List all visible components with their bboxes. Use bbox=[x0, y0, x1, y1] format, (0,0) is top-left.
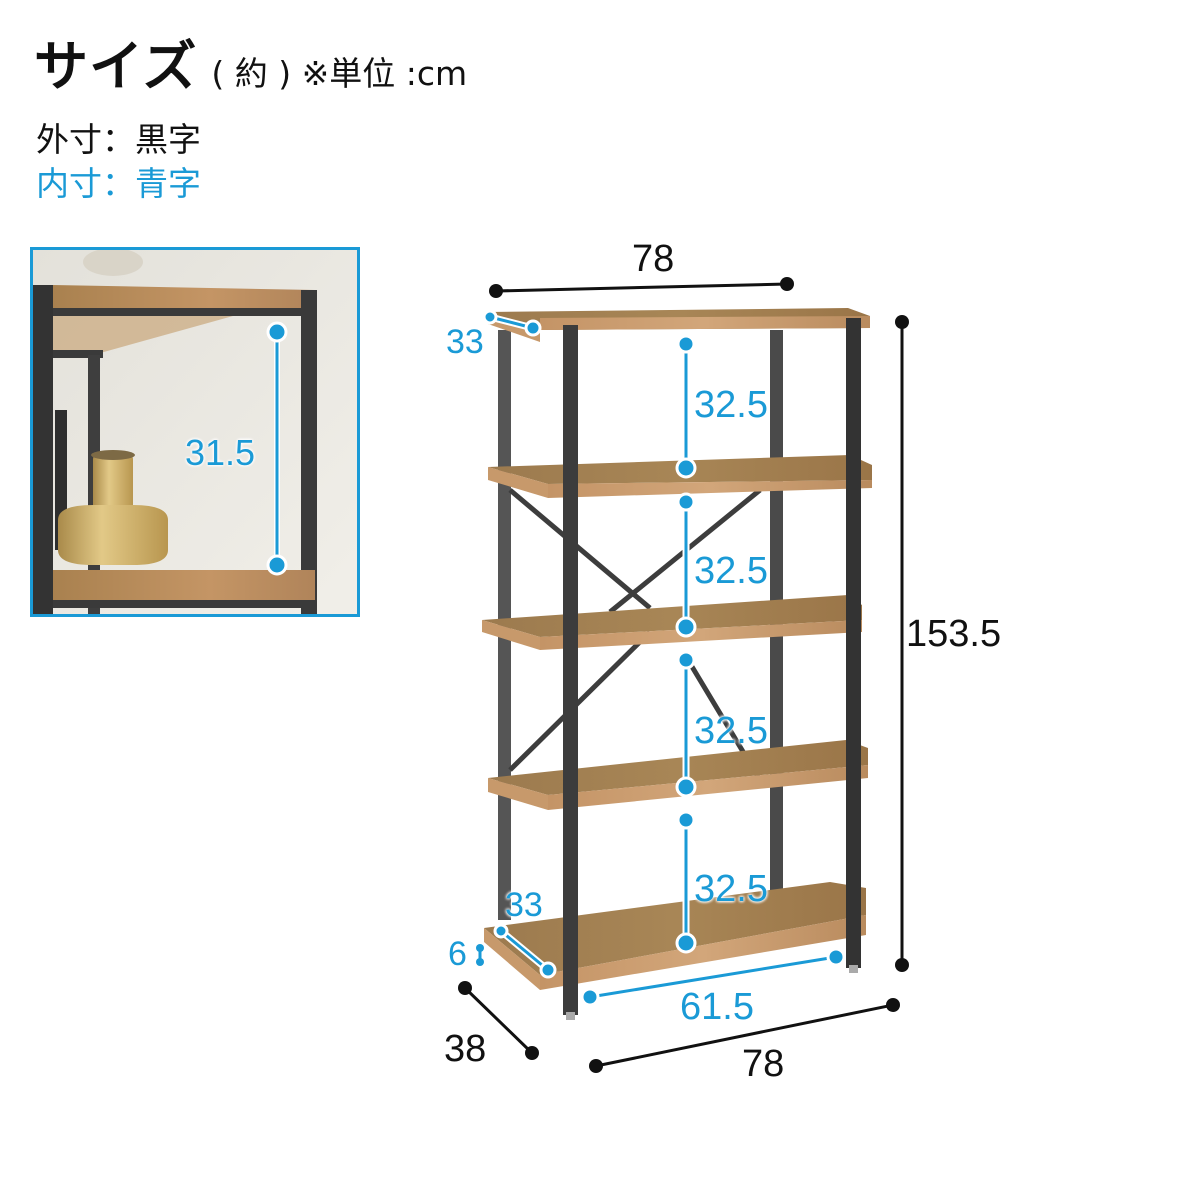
shelf-gap-3-label: 32.5 bbox=[694, 710, 768, 752]
inner-dimensions bbox=[476, 309, 846, 1007]
page-title: サイズ ( 約 ) ※単位 :cm bbox=[34, 22, 467, 101]
shelf-gap-2-label: 32.5 bbox=[694, 550, 768, 592]
outer-dimensions bbox=[458, 277, 909, 1073]
shelf-3 bbox=[482, 595, 862, 650]
top-depth-label: 33 bbox=[446, 323, 484, 361]
inset-closeup-photo: 31.5 bbox=[30, 247, 360, 617]
dimension-legend: 外寸：黒字 内寸：青字 bbox=[36, 118, 201, 206]
inner-width-label: 61.5 bbox=[680, 986, 754, 1028]
legend-outer: 外寸：黒字 bbox=[36, 120, 201, 159]
front-right-post bbox=[846, 318, 861, 968]
title-main: サイズ bbox=[34, 35, 198, 98]
shelf-4 bbox=[488, 740, 868, 810]
height-label: 153.5 bbox=[906, 613, 1002, 655]
legend-inner: 内寸：青字 bbox=[36, 164, 201, 203]
shelf-5 bbox=[484, 882, 866, 990]
front-left-post bbox=[563, 325, 578, 1015]
shelf-gap-1-label: 32.5 bbox=[694, 384, 768, 426]
inset-inner-height-label: 31.5 bbox=[185, 432, 256, 473]
bottom-width-label: 78 bbox=[742, 1043, 785, 1085]
bottom-clearance-label: 6 bbox=[448, 935, 467, 973]
bottom-depth-label: 33 bbox=[505, 886, 543, 924]
inset-illustration bbox=[33, 250, 357, 614]
title-unit-note: ( 約 ) ※単位 :cm bbox=[211, 54, 468, 93]
depth-label: 38 bbox=[444, 1028, 487, 1070]
shelf-1 bbox=[488, 308, 870, 342]
shelf-gap-4-label: 32.5 bbox=[694, 868, 768, 910]
top-width-label: 78 bbox=[632, 238, 675, 280]
